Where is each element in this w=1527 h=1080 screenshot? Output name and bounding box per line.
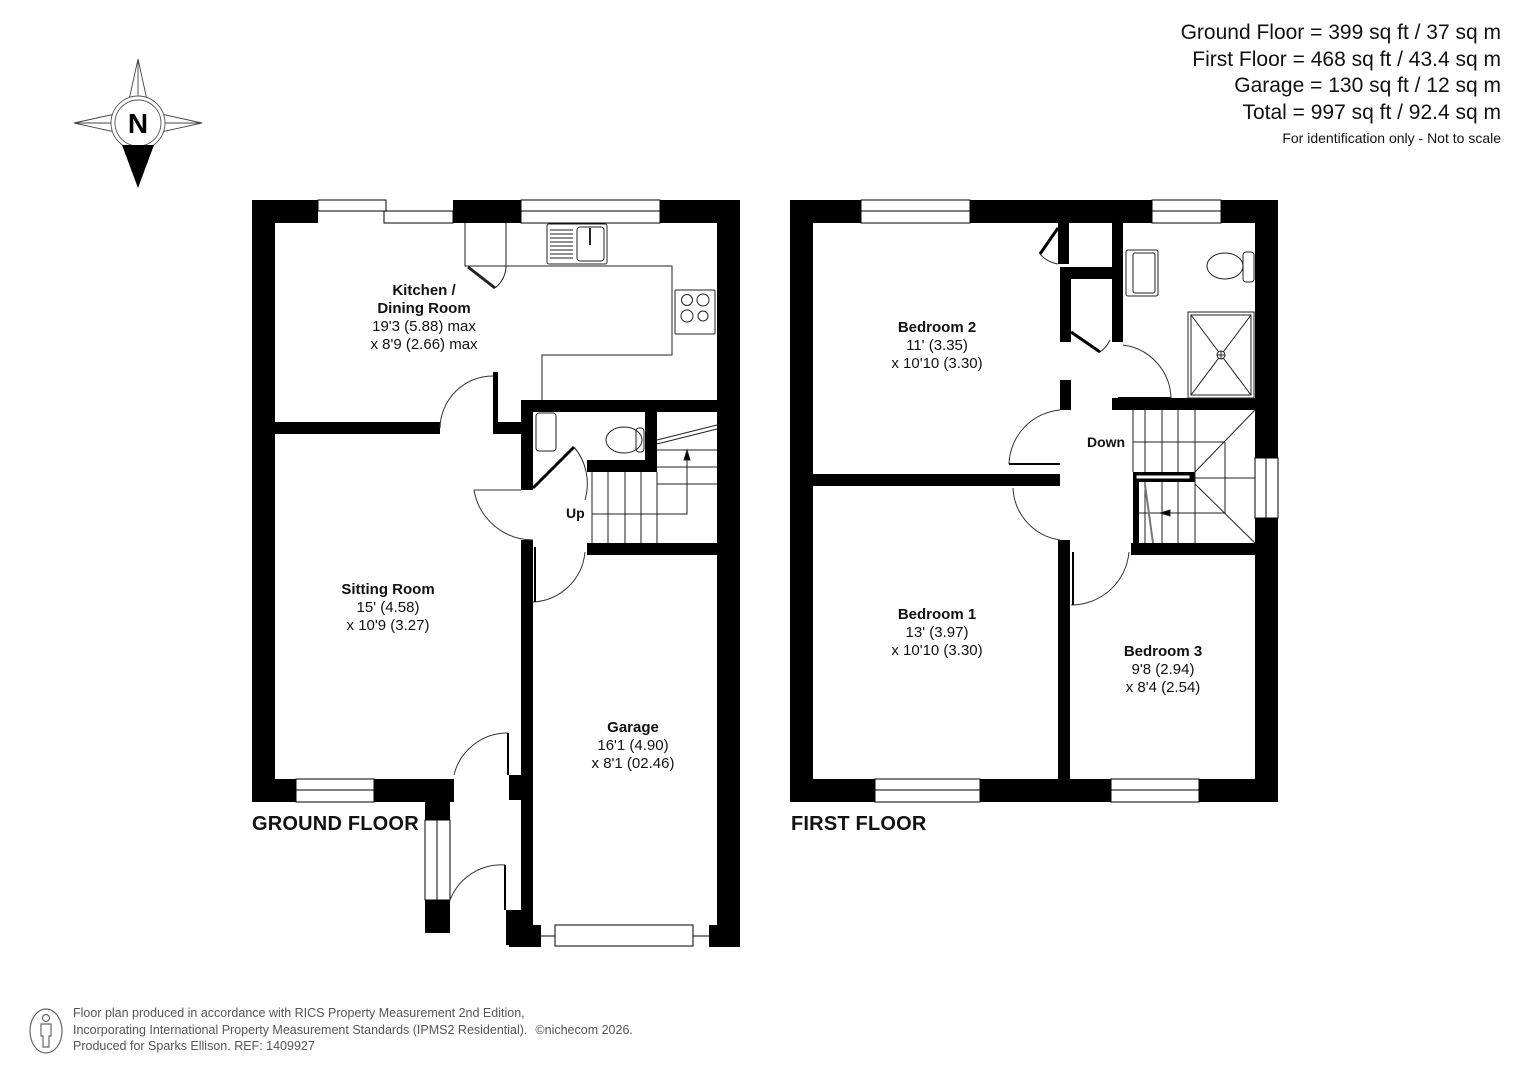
first-floor-doors [1008, 227, 1172, 606]
kitchen-fixtures [464, 223, 716, 400]
compass-north-label: N [128, 108, 148, 139]
room-dimension: x 10'10 (3.30) [891, 355, 983, 372]
first-staircase [1132, 409, 1256, 544]
room-dimension: x 8'1 (02.46) [591, 755, 675, 772]
scale-disclaimer: For identification only - Not to scale [1282, 130, 1501, 146]
room-dimension: 13' (3.97) [905, 624, 969, 641]
total-area: Total = 997 sq ft / 92.4 sq m [1242, 100, 1501, 124]
footer-text: Floor plan produced in accordance with R… [73, 1005, 633, 1055]
first-floor-area: First Floor = 468 sq ft / 43.4 sq m [1192, 47, 1501, 71]
room-dimension: 9'8 (2.94) [1131, 661, 1195, 678]
stairs-up-label: Up [566, 505, 585, 521]
compass-rose-icon: N [73, 58, 203, 188]
first-floor-windows [860, 199, 1279, 803]
room-dimension: 19'3 (5.88) max [372, 318, 476, 335]
room-garage: Garage 16'1 (4.90) x 8'1 (02.46) [592, 719, 675, 773]
room-dimension: 11' (3.35) [906, 337, 968, 354]
room-bedroom-1: Bedroom 1 13' (3.97) x 10'10 (3.30) [891, 606, 982, 660]
area-summary: Ground Floor = 399 sq ft / 37 sq m First… [1181, 20, 1501, 146]
room-dimension: x 8'9 (2.66) max [370, 336, 478, 353]
room-dimension: x 10'9 (3.27) [346, 617, 430, 634]
ground-doors [439, 375, 588, 910]
room-dimension: x 8'4 (2.54) [1125, 679, 1201, 696]
first-floor-walls [790, 200, 1278, 802]
bathroom-fixtures [1125, 249, 1255, 399]
ground-wc-fixtures [535, 412, 645, 454]
room-sitting-room: Sitting Room 15' (4.58) x 10'9 (3.27) [341, 581, 434, 635]
footer-line-3: Produced for Sparks Ellison. REF: 140992… [73, 1039, 315, 1053]
room-name: Garage [607, 719, 659, 736]
ground-floor-walls [252, 200, 740, 947]
garage-area: Garage = 130 sq ft / 12 sq m [1234, 74, 1501, 97]
room-kitchen-dining: Kitchen / Dining Room 19'3 (5.88) max x … [370, 282, 477, 354]
ground-floor-title: GROUND FLOOR [252, 813, 419, 835]
room-name: Kitchen / [392, 282, 456, 299]
ground-staircase [591, 424, 718, 543]
ground-floor-plan [252, 199, 740, 947]
ground-floor-area: Ground Floor = 399 sq ft / 37 sq m [1180, 21, 1501, 44]
room-name: Sitting Room [341, 581, 435, 598]
room-name: Bedroom 2 [897, 319, 977, 336]
copyright: ©nichecom 2026. [535, 1022, 633, 1037]
sink-drainer-icon [550, 228, 591, 259]
ground-floor-windows [295, 199, 709, 947]
first-floor-title: FIRST FLOOR [791, 813, 927, 835]
room-name-line2: Dining Room [377, 300, 471, 317]
room-name: Bedroom 3 [1123, 643, 1203, 660]
room-bedroom-3: Bedroom 3 9'8 (2.94) x 8'4 (2.54) [1124, 643, 1202, 697]
footer-line-2: Incorporating International Property Mea… [73, 1022, 528, 1037]
room-bedroom-2: Bedroom 2 11' (3.35) x 10'10 (3.30) [891, 319, 982, 373]
room-dimension: 15' (4.58) [356, 599, 420, 616]
person-scale-icon [29, 1008, 63, 1054]
room-dimension: 16'1 (4.90) [597, 737, 669, 754]
room-dimension: x 10'10 (3.30) [891, 642, 983, 659]
first-floor-plan [790, 199, 1279, 803]
room-name: Bedroom 1 [897, 606, 977, 623]
stairs-down-label: Down [1087, 434, 1126, 450]
footer-line-1: Floor plan produced in accordance with R… [73, 1006, 525, 1020]
